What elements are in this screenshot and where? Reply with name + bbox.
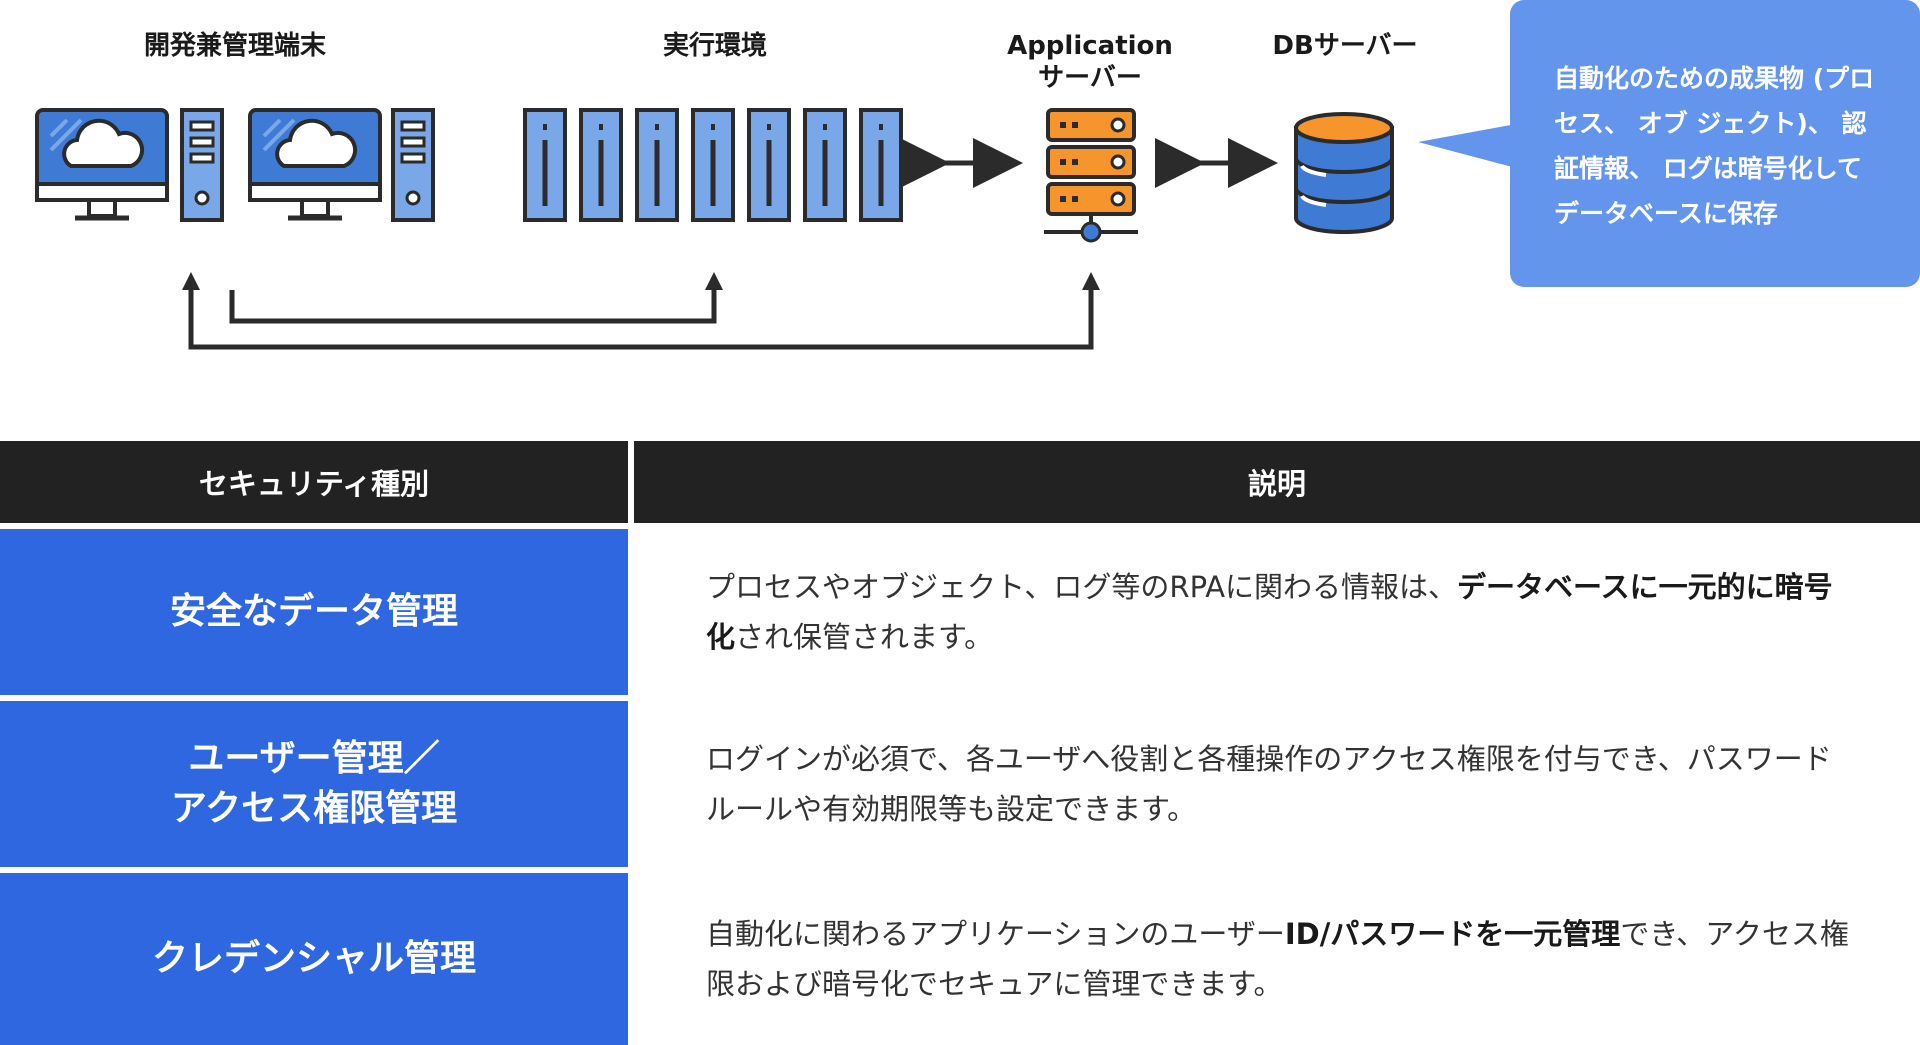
database-icon xyxy=(1294,112,1394,234)
header-description: 説明 xyxy=(631,441,1920,526)
description-emphasis: ID/パスワードを一元管理 xyxy=(1284,917,1621,951)
description-text: 自動化に関わるアプリケーションのユーザー xyxy=(706,917,1285,951)
header-security-type: セキュリティ種別 xyxy=(0,441,634,526)
computer-cloud-icon xyxy=(37,110,167,218)
security-type-cell: クレデンシャル管理 xyxy=(0,867,634,1045)
table-row: ユーザー管理／ アクセス権限管理ログインが必須で、各ユーザへ役割と各種操作のアク… xyxy=(0,695,1920,870)
description-text: でき、アクセス権限および暗号化でセキュアに管理できます。 xyxy=(706,917,1849,1001)
description-text: され保管されます。 xyxy=(735,620,994,654)
security-type-cell: 安全なデータ管理 xyxy=(0,523,634,698)
description-cell: ログインが必須で、各ユーザへ役割と各種操作のアクセス権限を付与でき、パスワードル… xyxy=(631,695,1920,870)
connector-dev-to-exec xyxy=(229,272,723,324)
encryption-callout: 自動化のための成果物 (プロ セス、 オブ ジェクト)、 認 証情報、 ログは暗… xyxy=(1510,0,1920,287)
description-emphasis: データベースに一元的に暗号化 xyxy=(706,570,1833,654)
dev-terminal-label: 開発兼管理端末 xyxy=(143,31,326,61)
architecture-diagram xyxy=(0,0,1516,350)
table-row: クレデンシャル管理自動化に関わるアプリケーションのユーザーID/パスワードを一元… xyxy=(0,867,1920,1045)
tower-server-icon xyxy=(180,108,224,222)
security-table: セキュリティ種別 説明 安全なデータ管理プロセスやオブジェクト、ログ等のRPAに… xyxy=(0,441,1920,1045)
connector-dev-to-app xyxy=(182,272,1100,350)
db-server-label: DBサーバー xyxy=(1272,31,1418,61)
server-rack-icon xyxy=(525,110,901,220)
security-type-cell: ユーザー管理／ アクセス権限管理 xyxy=(0,695,634,870)
table-row: 安全なデータ管理プロセスやオブジェクト、ログ等のRPAに関わる情報は、データベー… xyxy=(0,523,1920,698)
description-text: ログインが必須で、各ユーザへ役割と各種操作のアクセス権限を付与でき、パスワードル… xyxy=(706,742,1832,826)
callout-tail xyxy=(1418,124,1516,168)
description-cell: 自動化に関わるアプリケーションのユーザーID/パスワードを一元管理でき、アクセス… xyxy=(631,867,1920,1045)
computer-cloud-icon xyxy=(250,110,380,218)
description-text: プロセスやオブジェクト、ログ等のRPAに関わる情報は、 xyxy=(706,570,1458,604)
exec-env-label: 実行環境 xyxy=(662,31,767,61)
app-server-label: Application サーバー xyxy=(1007,31,1173,93)
description-cell: プロセスやオブジェクト、ログ等のRPAに関わる情報は、データベースに一元的に暗号… xyxy=(631,523,1920,698)
application-server-icon xyxy=(1044,108,1138,243)
tower-server-icon xyxy=(391,108,435,222)
